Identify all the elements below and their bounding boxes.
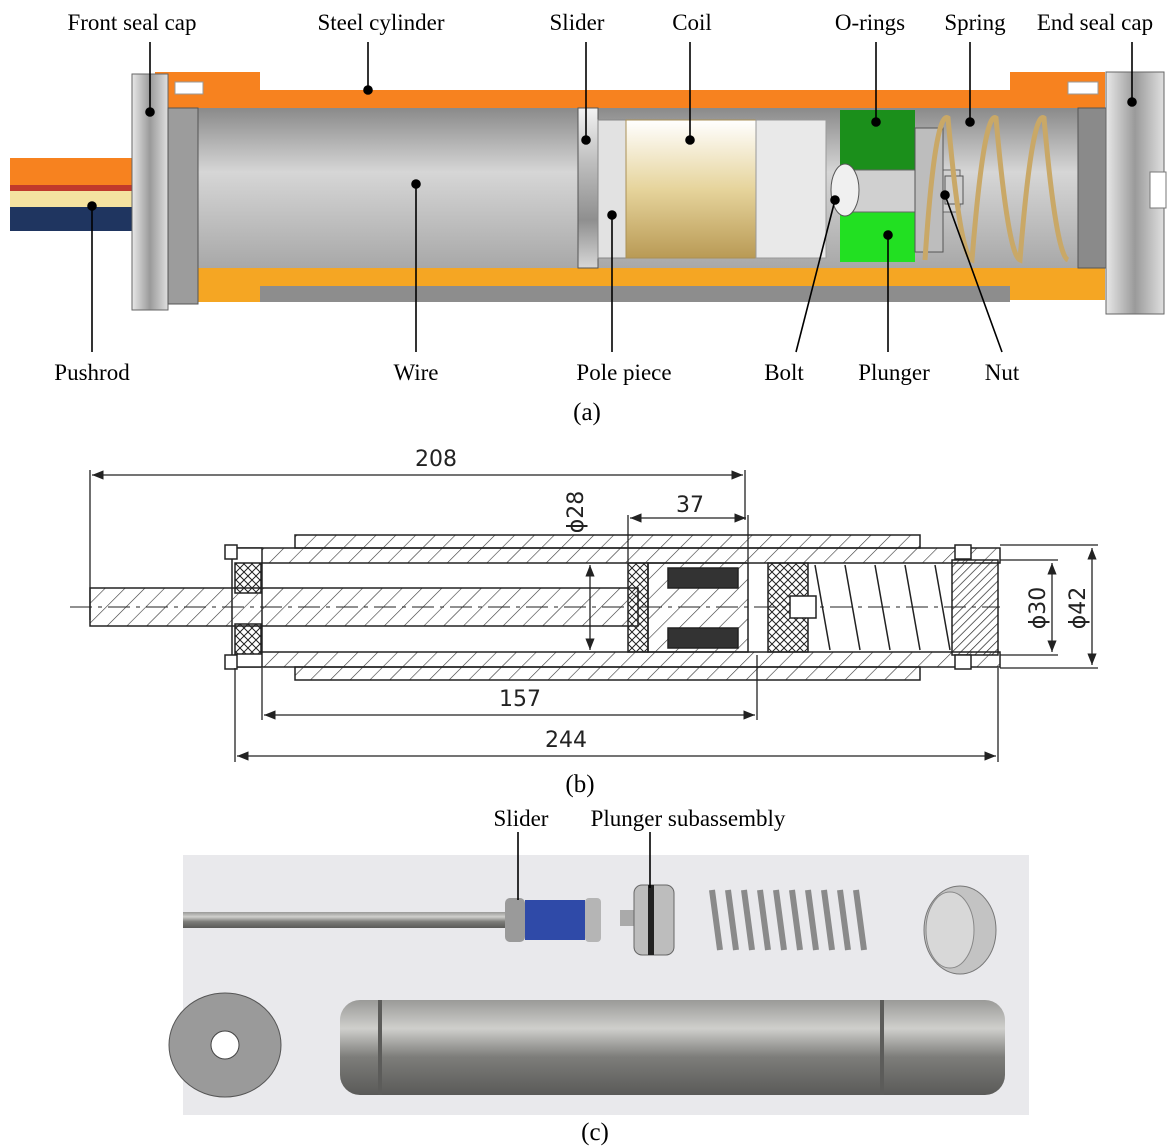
caption-b: (b): [565, 771, 594, 798]
caption-c: (c): [581, 1119, 609, 1146]
label-pole-piece: Pole piece: [576, 360, 671, 385]
bolt: [830, 163, 860, 217]
panel-a-leaders: [87, 42, 1137, 353]
label-slider: Slider: [550, 10, 605, 35]
panel-a-cutaway: [10, 71, 1167, 315]
panel-a-labels: Front seal cap Steel cylinder Slider Coi…: [54, 10, 1153, 426]
panel-c-photo: [168, 855, 1029, 1115]
caption-a: (a): [573, 399, 601, 426]
dim-phi30: ϕ30: [1026, 587, 1051, 630]
label-bolt: Bolt: [764, 360, 804, 385]
dim-244: 244: [545, 728, 587, 753]
label-photo-slider: Slider: [494, 806, 549, 831]
label-end-seal-cap: End seal cap: [1037, 10, 1153, 35]
label-steel-cylinder: Steel cylinder: [317, 10, 444, 35]
label-coil: Coil: [672, 10, 712, 35]
panel-c-labels: Slider Plunger subassembly (c): [494, 806, 786, 1146]
spring: [922, 115, 1070, 264]
panel-b-drawing: [70, 534, 1001, 681]
label-front-seal-cap: Front seal cap: [67, 10, 196, 35]
panel-b-dimensions: [89, 470, 1098, 762]
label-o-rings: O-rings: [835, 10, 905, 35]
label-pushrod: Pushrod: [54, 360, 130, 385]
dim-phi42: ϕ42: [1066, 587, 1091, 630]
label-nut: Nut: [985, 360, 1020, 385]
label-plunger-subassembly: Plunger subassembly: [591, 806, 786, 831]
dim-37: 37: [676, 493, 704, 518]
slider: [577, 107, 599, 269]
dim-157: 157: [499, 687, 541, 712]
dim-208: 208: [415, 447, 457, 472]
plunger: [830, 110, 964, 262]
panel-b-dimension-labels: 208 37 ϕ28 ϕ30 ϕ42 157 244 (b): [415, 447, 1091, 798]
panel-c-leaders: [517, 832, 651, 900]
label-spring: Spring: [944, 10, 1006, 35]
dim-phi28: ϕ28: [564, 491, 589, 534]
label-plunger: Plunger: [858, 360, 930, 385]
label-wire: Wire: [393, 360, 438, 385]
photo-slider: [505, 898, 525, 942]
